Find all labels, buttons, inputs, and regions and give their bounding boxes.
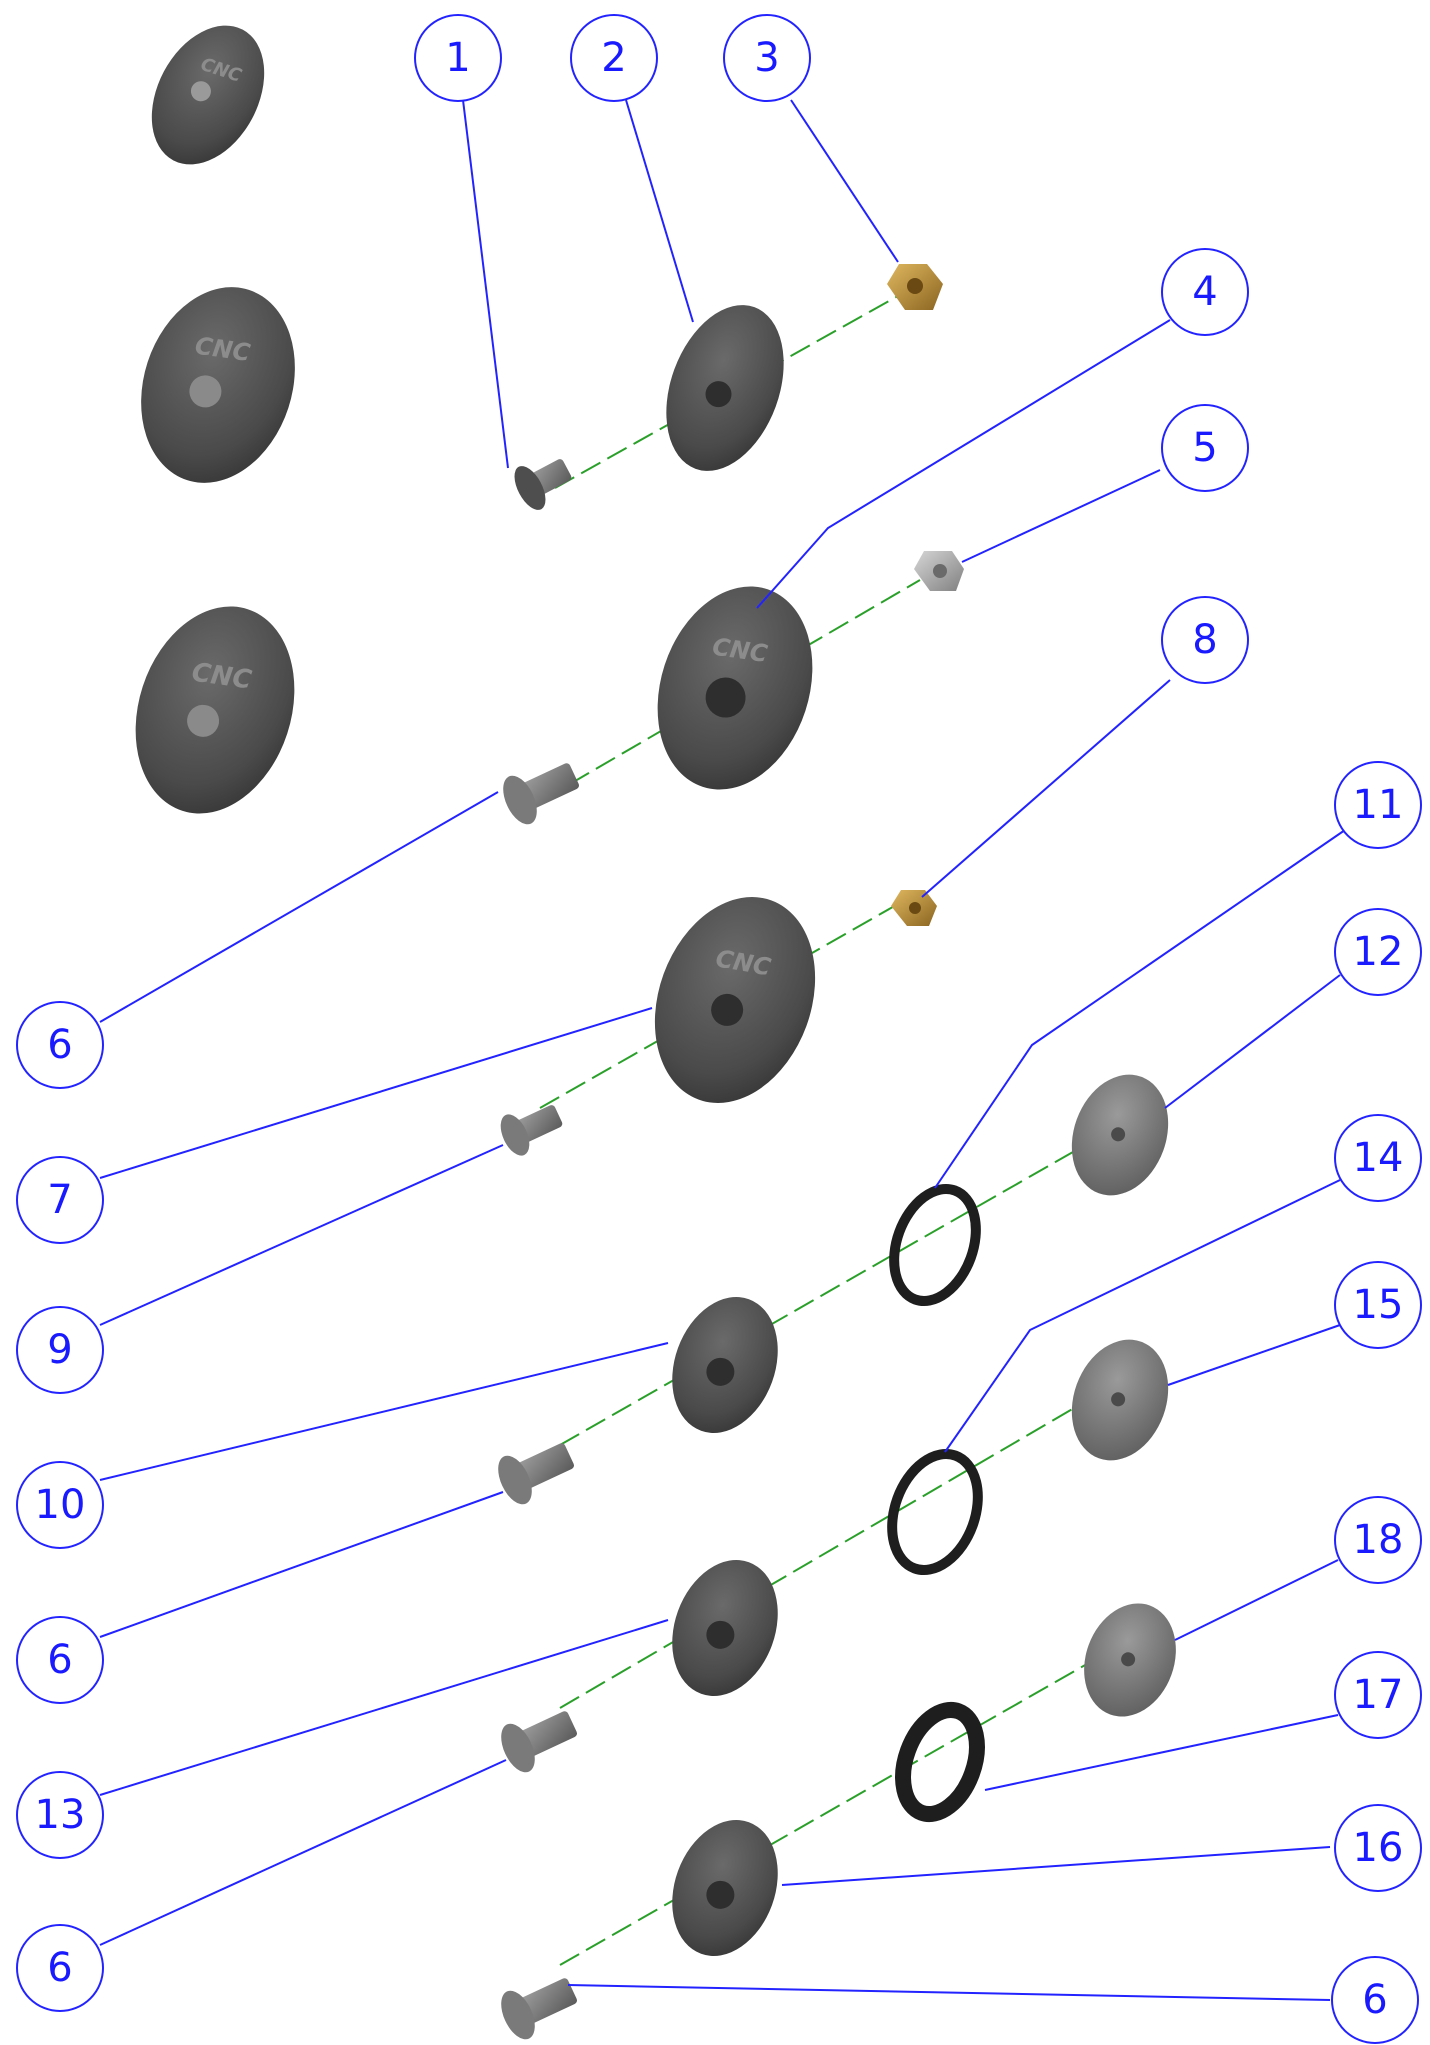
balloon-8: 8 [1161,596,1249,684]
balloon-5-label: 5 [1192,425,1217,471]
balloon-14: 14 [1334,1114,1422,1202]
balloon-4-label: 4 [1192,269,1217,315]
balloon-6-a-label: 6 [47,1022,72,1068]
balloon-16: 16 [1334,1804,1422,1892]
balloon-5: 5 [1161,404,1249,492]
balloon-3: 3 [723,14,811,102]
part-5-nut [914,551,964,591]
leader-6c [99,1759,507,1946]
balloon-6-b-label: 6 [47,1637,72,1683]
balloons: 1 2 3 4 5 8 11 12 6 7 14 9 15 10 18 6 17… [16,14,1422,2044]
part-1-bolt [514,459,572,510]
balloon-10-label: 10 [35,1482,86,1528]
leader-12 [1164,974,1341,1109]
leader-4 [756,319,1171,609]
part-6-bolt-row5 [501,1711,577,1773]
balloon-13-label: 13 [35,1792,86,1838]
balloon-14-label: 14 [1353,1135,1404,1181]
balloon-2-label: 2 [601,35,626,81]
balloon-11: 11 [1334,761,1422,849]
part-18-washer [1084,1603,1176,1717]
part-3-brass-nut [887,264,943,310]
assembled-view-small: CNC [151,25,265,165]
leader-8 [921,679,1171,898]
assembled-view-large: CNC [135,606,295,814]
leader-6b [99,1491,504,1638]
part-15-washer [1071,1339,1169,1461]
leader-15 [1167,1324,1341,1386]
balloon-1-label: 1 [445,35,470,81]
leader-1 [462,99,509,469]
balloon-4: 4 [1161,248,1249,336]
leader-6a [99,791,499,1023]
leader-9 [99,1144,504,1326]
leader-11 [934,829,1346,1189]
leader-10 [99,1342,669,1481]
part-8-brass-nut [891,890,937,926]
part-6-bolt-row4 [498,1443,574,1505]
part-7-disc: CNC [654,897,816,1103]
balloon-12-label: 12 [1353,929,1404,975]
axis-row5 [559,1389,1106,1709]
balloon-12: 12 [1334,908,1422,996]
part-6-bolt-row6 [501,1978,577,2040]
assembly-axes [539,291,1116,1966]
balloon-15: 15 [1334,1261,1422,1349]
leader-17 [984,1714,1339,1791]
balloon-9-label: 9 [47,1327,72,1373]
balloon-3-label: 3 [754,35,779,81]
balloon-6-d: 6 [1331,1956,1419,2044]
balloon-18-label: 18 [1353,1517,1404,1563]
balloon-16-label: 16 [1353,1825,1404,1871]
part-2-disc [666,305,784,471]
balloon-11-label: 11 [1353,782,1404,828]
leader-lines [99,99,1346,2001]
balloon-8-label: 8 [1192,617,1217,663]
leader-16 [781,1846,1331,1886]
leader-5 [961,469,1161,563]
balloon-6-b: 6 [16,1616,104,1704]
leader-14 [944,1179,1341,1453]
part-10-flange [672,1297,778,1433]
part-17-o-ring [895,1701,985,1823]
leader-7 [99,1007,653,1179]
part-11-o-ring [889,1183,981,1307]
balloon-6-d-label: 6 [1362,1977,1387,2023]
part-9-bolt [500,1105,563,1156]
leader-6d [567,1984,1331,2001]
balloon-7: 7 [16,1156,104,1244]
balloon-15-label: 15 [1353,1282,1404,1328]
leader-18 [1174,1559,1339,1641]
part-4-disc: CNC [657,586,813,790]
balloon-2: 2 [570,14,658,102]
balloon-17: 17 [1334,1651,1422,1739]
part-14-o-ring [887,1448,983,1576]
balloon-18: 18 [1334,1496,1422,1584]
leader-2 [625,99,694,323]
leader-13 [99,1619,669,1796]
balloon-1: 1 [414,14,502,102]
balloon-6-c: 6 [16,1924,104,2012]
axis-row2 [569,579,921,785]
axis-row6 [559,1647,1116,1966]
balloon-10: 10 [16,1461,104,1549]
part-6-bolt-row2 [503,763,579,825]
part-16-flange [672,1820,778,1956]
balloon-6-a: 6 [16,1001,104,1089]
balloon-6-c-label: 6 [47,1945,72,1991]
part-13-flange [672,1560,778,1696]
balloon-17-label: 17 [1353,1672,1404,1718]
leader-3 [790,99,899,263]
balloon-7-label: 7 [47,1177,72,1223]
balloon-9: 9 [16,1306,104,1394]
part-12-washer [1071,1074,1169,1196]
assembled-view-medium: CNC [141,287,295,483]
axis-row4 [559,1127,1116,1446]
balloon-13: 13 [16,1771,104,1859]
